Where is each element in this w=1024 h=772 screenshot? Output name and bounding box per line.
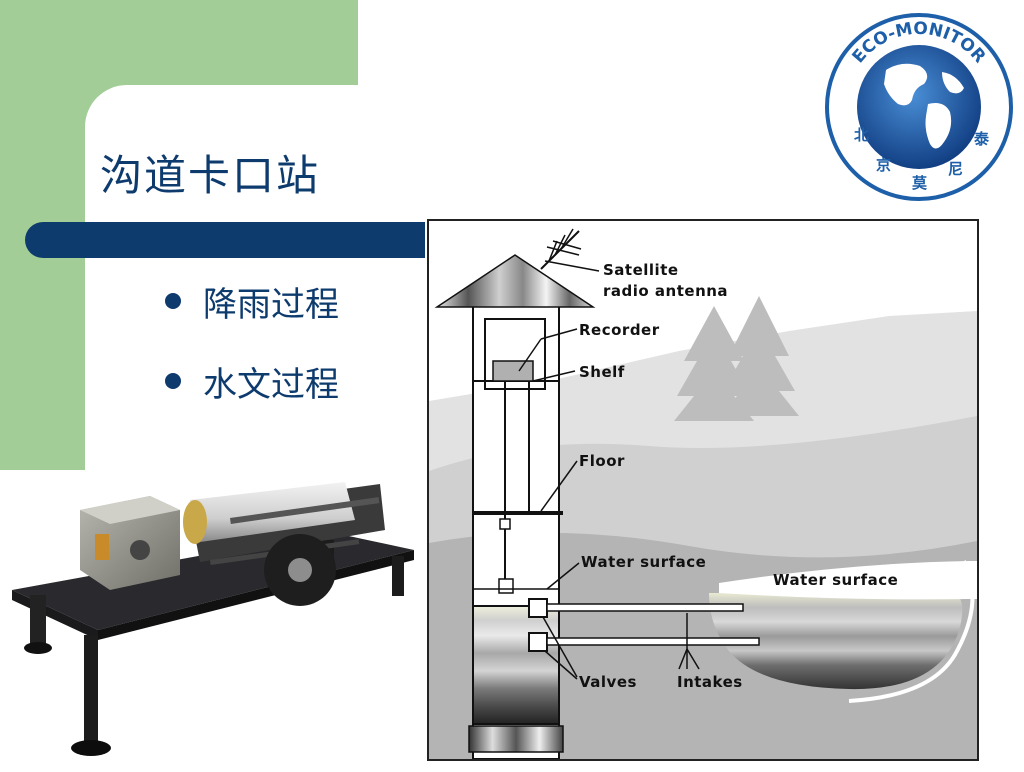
bullet-item: 降雨过程 bbox=[165, 278, 339, 325]
label-floor: Floor bbox=[579, 452, 625, 470]
gauging-station-diagram: Satellite radio antenna Recorder Shelf F… bbox=[427, 219, 979, 761]
bullet-list: 降雨过程 水文过程 bbox=[165, 278, 339, 438]
title-underline-bar bbox=[25, 222, 425, 258]
label-recorder: Recorder bbox=[579, 321, 660, 339]
logo-cn-char: 京 bbox=[876, 156, 891, 174]
label-water-surface-well: Water surface bbox=[581, 553, 706, 571]
bullet-text: 水文过程 bbox=[203, 364, 339, 405]
eco-monitor-logo: ECO-MONITOR 北 京 莫 尼 泰 bbox=[824, 12, 1014, 202]
label-valves: Valves bbox=[579, 673, 637, 691]
logo-cn-char: 北 bbox=[854, 126, 869, 144]
bullet-text: 降雨过程 bbox=[203, 284, 339, 325]
label-satellite: Satellite bbox=[603, 261, 679, 279]
bullet-item: 水文过程 bbox=[165, 358, 339, 405]
slide-title: 沟道卡口站 bbox=[100, 151, 321, 200]
logo-cn-char: 尼 bbox=[948, 160, 963, 178]
bullet-dot-icon bbox=[165, 373, 181, 389]
label-intakes: Intakes bbox=[677, 673, 743, 691]
bullet-dot-icon bbox=[165, 293, 181, 309]
logo-cn-char: 莫 bbox=[912, 174, 928, 192]
label-water-surface-stream: Water surface bbox=[773, 571, 898, 589]
label-radio-antenna: radio antenna bbox=[603, 282, 728, 300]
logo-cn-char: 泰 bbox=[973, 130, 990, 148]
recorder-instrument-photo bbox=[0, 470, 424, 768]
label-shelf: Shelf bbox=[579, 363, 625, 381]
